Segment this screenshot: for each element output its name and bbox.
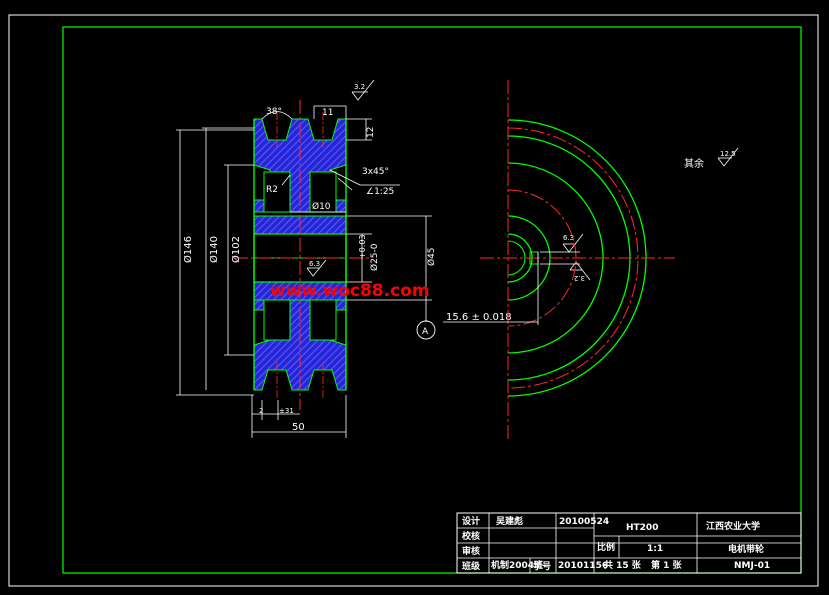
dim-chamfer: 3x45° bbox=[362, 167, 389, 177]
datum-label: A bbox=[422, 327, 429, 337]
dim-taper: ∠1:25 bbox=[366, 187, 394, 197]
section-view bbox=[234, 100, 372, 410]
dim-groove-angle: 38° bbox=[266, 107, 282, 117]
tb-sheets-total: 共 15 张 bbox=[604, 559, 642, 571]
rough-rest-value: 12.5 bbox=[720, 150, 736, 158]
dim-bore-tol: Ø25-0 bbox=[369, 243, 380, 271]
bore-arc-2 bbox=[507, 240, 526, 276]
dim-keyway: 15.6 ± 0.018 bbox=[446, 312, 512, 323]
tb-part-name: 电机带轮 bbox=[728, 543, 764, 555]
outer-frame bbox=[8, 14, 819, 587]
tb-review-label: 审核 bbox=[462, 545, 480, 557]
dim-groove-width: 11 bbox=[322, 108, 333, 118]
tb-designer: 吴建彪 bbox=[496, 515, 523, 527]
tb-material: HT200 bbox=[626, 523, 658, 533]
tb-scale-value: 1:1 bbox=[647, 544, 663, 554]
dim-width-total: 50 bbox=[292, 422, 305, 433]
dim-dia-102: Ø102 bbox=[230, 236, 242, 263]
dim-width-small-2: ±31 bbox=[279, 407, 294, 415]
watermark: www.woc88.com bbox=[270, 281, 430, 301]
dim-groove-depth: 12 bbox=[366, 127, 376, 138]
tb-design-label: 设计 bbox=[462, 515, 480, 527]
dim-width-small-1: 2 bbox=[259, 407, 263, 415]
tb-student-no-label: 学号 bbox=[533, 560, 551, 572]
dim-fillet: R2 bbox=[266, 185, 278, 195]
tb-school: 江西农业大学 bbox=[706, 520, 760, 532]
tb-class-value: 机制2004班 bbox=[491, 559, 543, 571]
tb-class-label: 班级 bbox=[462, 560, 481, 572]
hole-circle-arc bbox=[507, 189, 577, 327]
tb-drawing-no: NMJ-01 bbox=[734, 561, 770, 571]
dim-bore-upper: +0.03 bbox=[358, 234, 367, 259]
outer-rim-arc-2 bbox=[507, 127, 639, 389]
web-hole-bottom bbox=[263, 299, 291, 341]
web-hole-top bbox=[263, 171, 291, 213]
inner-frame bbox=[62, 26, 802, 574]
tb-sheet-no: 第 1 张 bbox=[651, 559, 683, 571]
rough-2: 6.3 bbox=[309, 260, 320, 268]
dim-hole-small: Ø10 bbox=[312, 201, 331, 212]
rough-3: 6.3 bbox=[563, 234, 574, 242]
dim-dia-140: Ø140 bbox=[208, 236, 220, 263]
rough-1: 3.2 bbox=[354, 83, 365, 91]
tb-scale-label: 比例 bbox=[597, 541, 615, 553]
datum-circle bbox=[416, 320, 436, 340]
dim-dia-146: Ø146 bbox=[182, 236, 194, 263]
web-hole-top-2 bbox=[309, 171, 337, 213]
title-block bbox=[456, 512, 802, 574]
side-view bbox=[443, 80, 675, 440]
dim-hub-dia: Ø45 bbox=[426, 247, 437, 266]
tb-check-label: 校核 bbox=[462, 530, 480, 542]
dimension-lines bbox=[176, 105, 432, 438]
tb-student-no: 20101156 bbox=[558, 561, 608, 571]
rough-rest-label: 其余 bbox=[684, 157, 704, 170]
web-hole-bottom-2 bbox=[309, 299, 337, 341]
tb-design-date: 20100524 bbox=[559, 517, 609, 527]
rough-4: 3.2 bbox=[574, 274, 585, 282]
